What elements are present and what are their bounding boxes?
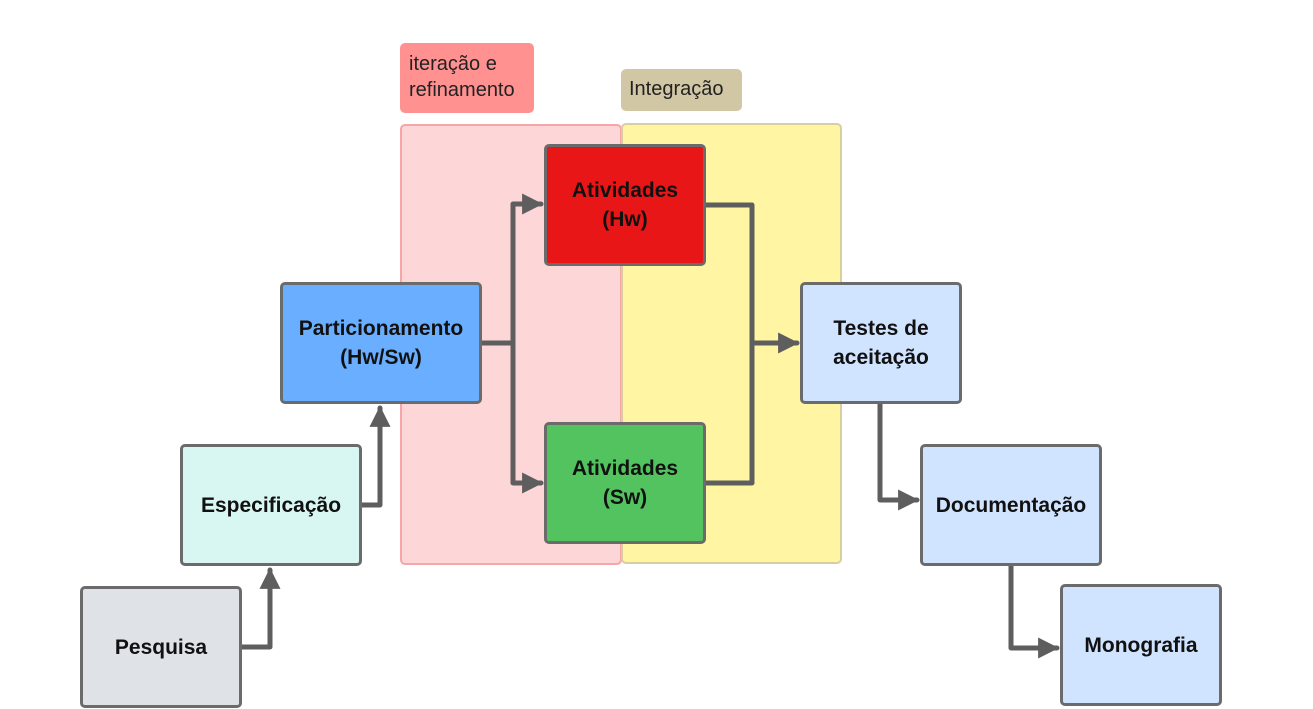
connector-documentacao-monografia bbox=[1008, 563, 1060, 659]
step-monografia: Monografia bbox=[1060, 584, 1222, 706]
step-testes-aceitacao: Testes de aceitação bbox=[800, 282, 962, 404]
step-especificacao-label: Especificação bbox=[200, 493, 342, 517]
step-documentacao: Documentação bbox=[920, 444, 1102, 566]
connector-particionamento-sw bbox=[510, 340, 544, 494]
step-pesquisa: Pesquisa bbox=[80, 586, 242, 708]
step-atividades-hw-label: Atividades (Hw) bbox=[571, 179, 679, 231]
step-atividades-hw: Atividades (Hw) bbox=[544, 144, 706, 266]
integration-label: Integração bbox=[621, 69, 742, 111]
connector-especificacao-particionamento bbox=[359, 405, 391, 508]
step-pesquisa-label: Pesquisa bbox=[114, 635, 208, 659]
iteration-refinement-label: iteração e refinamento bbox=[400, 43, 534, 113]
step-particionamento: Particionamento (Hw/Sw) bbox=[280, 282, 482, 404]
step-particionamento-label: Particionamento (Hw/Sw) bbox=[298, 317, 464, 369]
connector-sw-merge bbox=[703, 340, 755, 486]
step-atividades-sw-label: Atividades (Sw) bbox=[571, 457, 679, 509]
step-atividades-sw: Atividades (Sw) bbox=[544, 422, 706, 544]
integration-label-text: Integração bbox=[629, 78, 724, 100]
iteration-refinement-label-text: iteração e refinamento bbox=[409, 53, 515, 101]
connector-particionamento-hw bbox=[479, 193, 544, 346]
connector-testes-documentacao bbox=[877, 401, 920, 511]
connector-hw-merge bbox=[703, 202, 755, 346]
step-monografia-label: Monografia bbox=[1084, 633, 1198, 657]
connector-pesquisa-especificacao bbox=[239, 567, 281, 650]
step-especificacao: Especificação bbox=[180, 444, 362, 566]
step-documentacao-label: Documentação bbox=[935, 493, 1087, 517]
step-testes-aceitacao-label: Testes de aceitação bbox=[833, 317, 929, 369]
